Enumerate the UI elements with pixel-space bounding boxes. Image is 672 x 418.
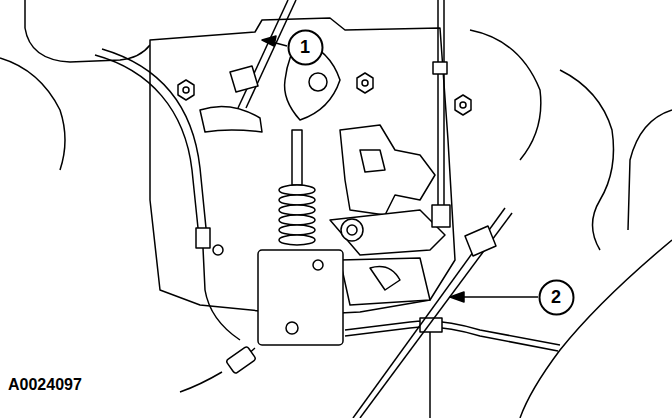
spring-coil — [279, 205, 315, 215]
plunger — [292, 130, 302, 185]
panel-edge — [520, 240, 672, 418]
pivot — [309, 73, 327, 91]
panel-edge — [0, 58, 65, 170]
bolt — [455, 95, 471, 115]
callout-circle-shape — [288, 30, 322, 64]
spring-coil — [279, 235, 315, 245]
latch-body — [340, 258, 430, 305]
link-lever — [330, 210, 445, 255]
rod-clip — [432, 205, 450, 227]
rod-guide — [433, 62, 447, 74]
arrowhead — [262, 36, 276, 46]
pivot-center — [347, 225, 357, 235]
cable — [345, 321, 560, 345]
cable-fitting — [196, 228, 210, 248]
callout-circle-shape — [539, 280, 573, 314]
hole — [213, 245, 223, 255]
bolt-center — [183, 87, 189, 93]
slot — [200, 106, 262, 132]
cable — [345, 327, 558, 351]
figure-id: A0024097 — [8, 376, 82, 394]
bolt-center — [362, 80, 368, 86]
callout-circle: 2 — [538, 279, 575, 316]
rod — [353, 208, 505, 418]
cable — [102, 49, 206, 228]
leader-line — [462, 296, 538, 298]
rod — [360, 213, 512, 418]
cable — [95, 55, 198, 228]
spring-coil — [279, 225, 315, 235]
rod-clip — [230, 66, 258, 92]
cable — [203, 248, 240, 340]
panel-edge — [25, 0, 150, 62]
lock-lever — [340, 125, 435, 215]
arrowhead — [450, 292, 464, 302]
panel-edge — [470, 30, 541, 160]
actuator-screw — [313, 260, 323, 270]
bolt-center — [460, 102, 466, 108]
rod — [443, 0, 445, 210]
callout-number: 1 — [300, 37, 310, 58]
spring-coil — [279, 195, 315, 205]
actuator — [258, 250, 343, 345]
callout-number: 2 — [551, 287, 561, 308]
spring-coil — [279, 215, 315, 225]
pivot — [341, 219, 363, 241]
catch — [370, 267, 400, 291]
panel-edge — [560, 70, 614, 250]
bolt — [357, 73, 373, 93]
wire — [180, 372, 222, 392]
actuator-screw — [286, 322, 298, 334]
connector — [226, 346, 256, 374]
rod-clip — [465, 226, 496, 256]
rod — [437, 0, 439, 210]
spring-coil — [279, 185, 315, 195]
lever-tab — [360, 150, 385, 172]
panel-edge — [628, 110, 672, 230]
bolt — [178, 80, 194, 100]
bracket — [429, 332, 431, 418]
rod — [238, 0, 288, 108]
callout-circle: 1 — [287, 29, 324, 66]
